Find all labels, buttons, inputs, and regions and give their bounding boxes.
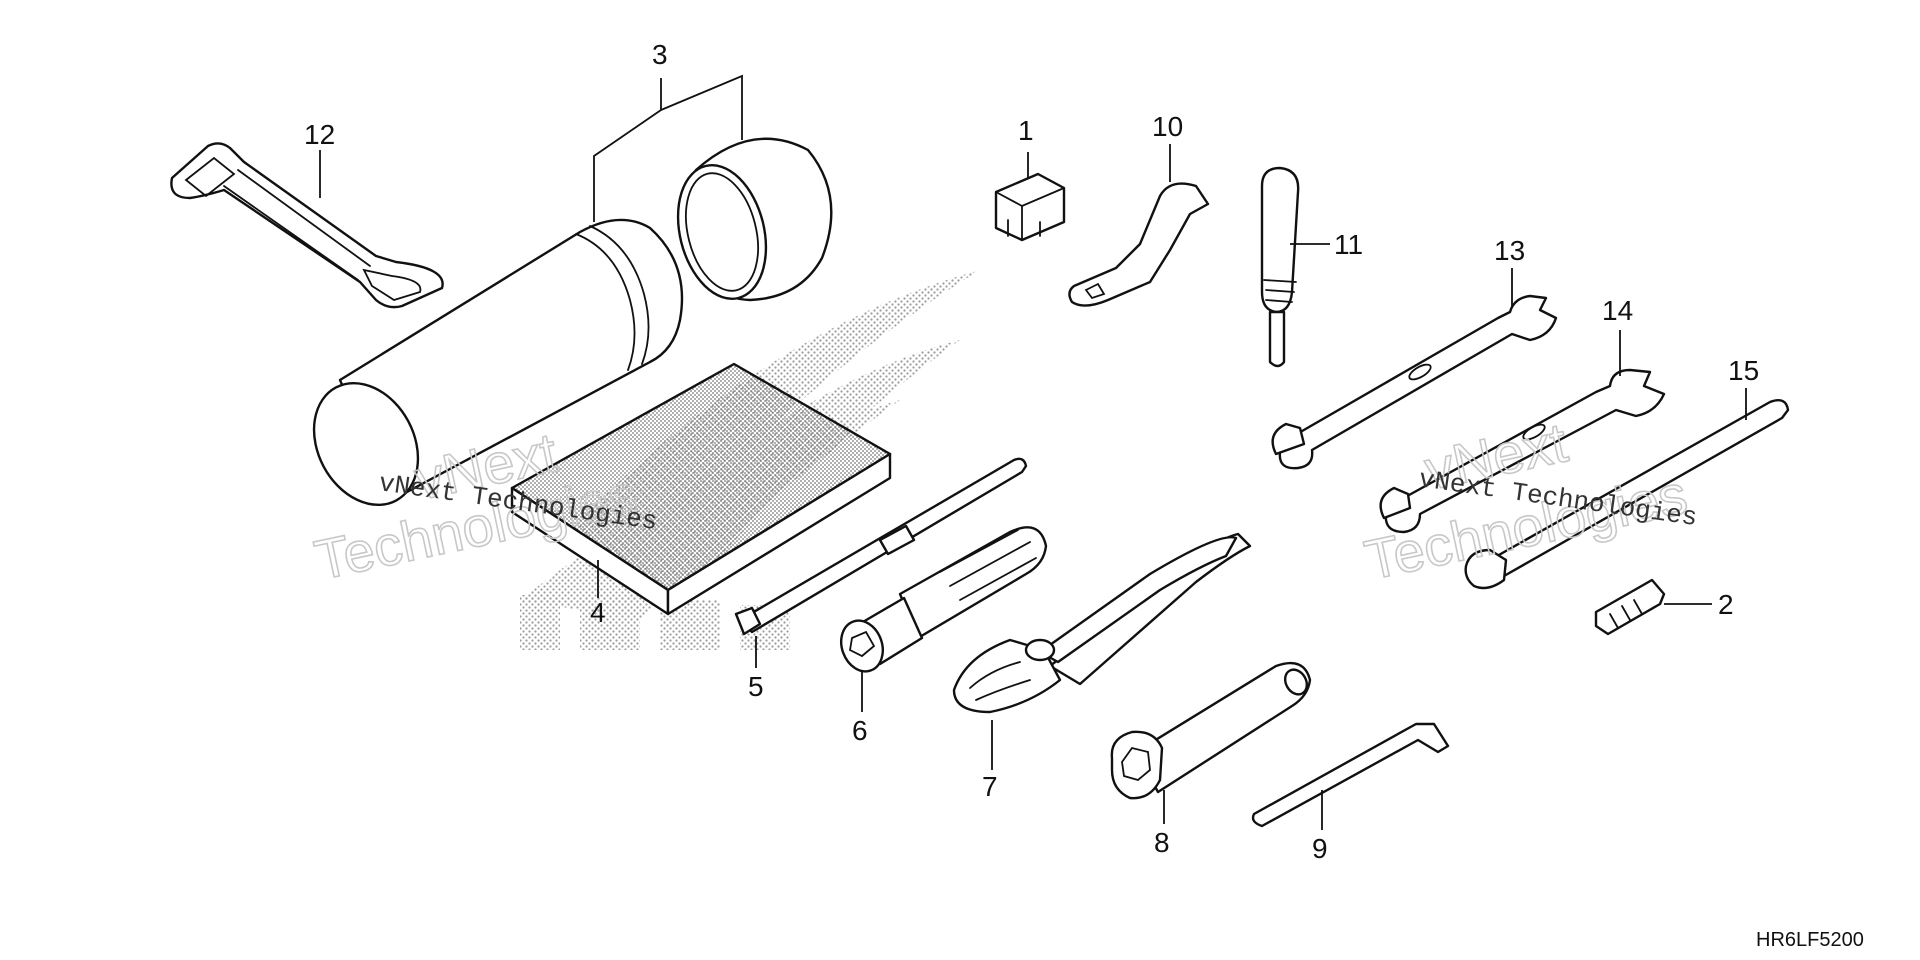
callout-1: 1	[1018, 115, 1034, 146]
leader-lines	[319, 74, 1747, 830]
hex-key-part-9	[1251, 722, 1450, 828]
screwdriver-part-5	[734, 457, 1028, 636]
callout-2: 2	[1718, 589, 1734, 620]
owners-manual-part-4	[510, 362, 892, 616]
drawing-code: HR6LF5200	[1756, 929, 1864, 951]
clip-part-2	[1594, 578, 1666, 636]
callout-14: 14	[1602, 295, 1633, 326]
callout-15: 15	[1728, 355, 1759, 386]
strap-part-12	[170, 142, 444, 309]
callout-9: 9	[1312, 833, 1328, 864]
callout-8: 8	[1154, 827, 1170, 858]
callout-3: 3	[652, 39, 668, 70]
fuse-part-1	[994, 172, 1066, 242]
callout-4: 4	[590, 597, 606, 628]
handle-part-6	[840, 526, 1048, 673]
callout-10: 10	[1152, 111, 1183, 142]
pliers-part-7	[952, 532, 1252, 714]
wrench-part-13	[1271, 294, 1558, 470]
callout-7: 7	[982, 771, 998, 802]
callout-5: 5	[748, 671, 764, 702]
plug-wrench-part-8	[1110, 661, 1312, 800]
callout-12: 12	[304, 119, 335, 150]
tool-case-part-3	[312, 137, 833, 507]
callout-11: 11	[1334, 229, 1363, 260]
callout-labels: 1 2 3 4 5 6 7 8 9 10 11 12 13 14 15	[304, 39, 1759, 864]
bracket-part-10	[1068, 182, 1210, 307]
bar-part-15	[1464, 399, 1790, 590]
callout-13: 13	[1494, 235, 1525, 266]
callout-6: 6	[852, 715, 868, 746]
screwdriver-handle-part-11	[1260, 166, 1300, 368]
